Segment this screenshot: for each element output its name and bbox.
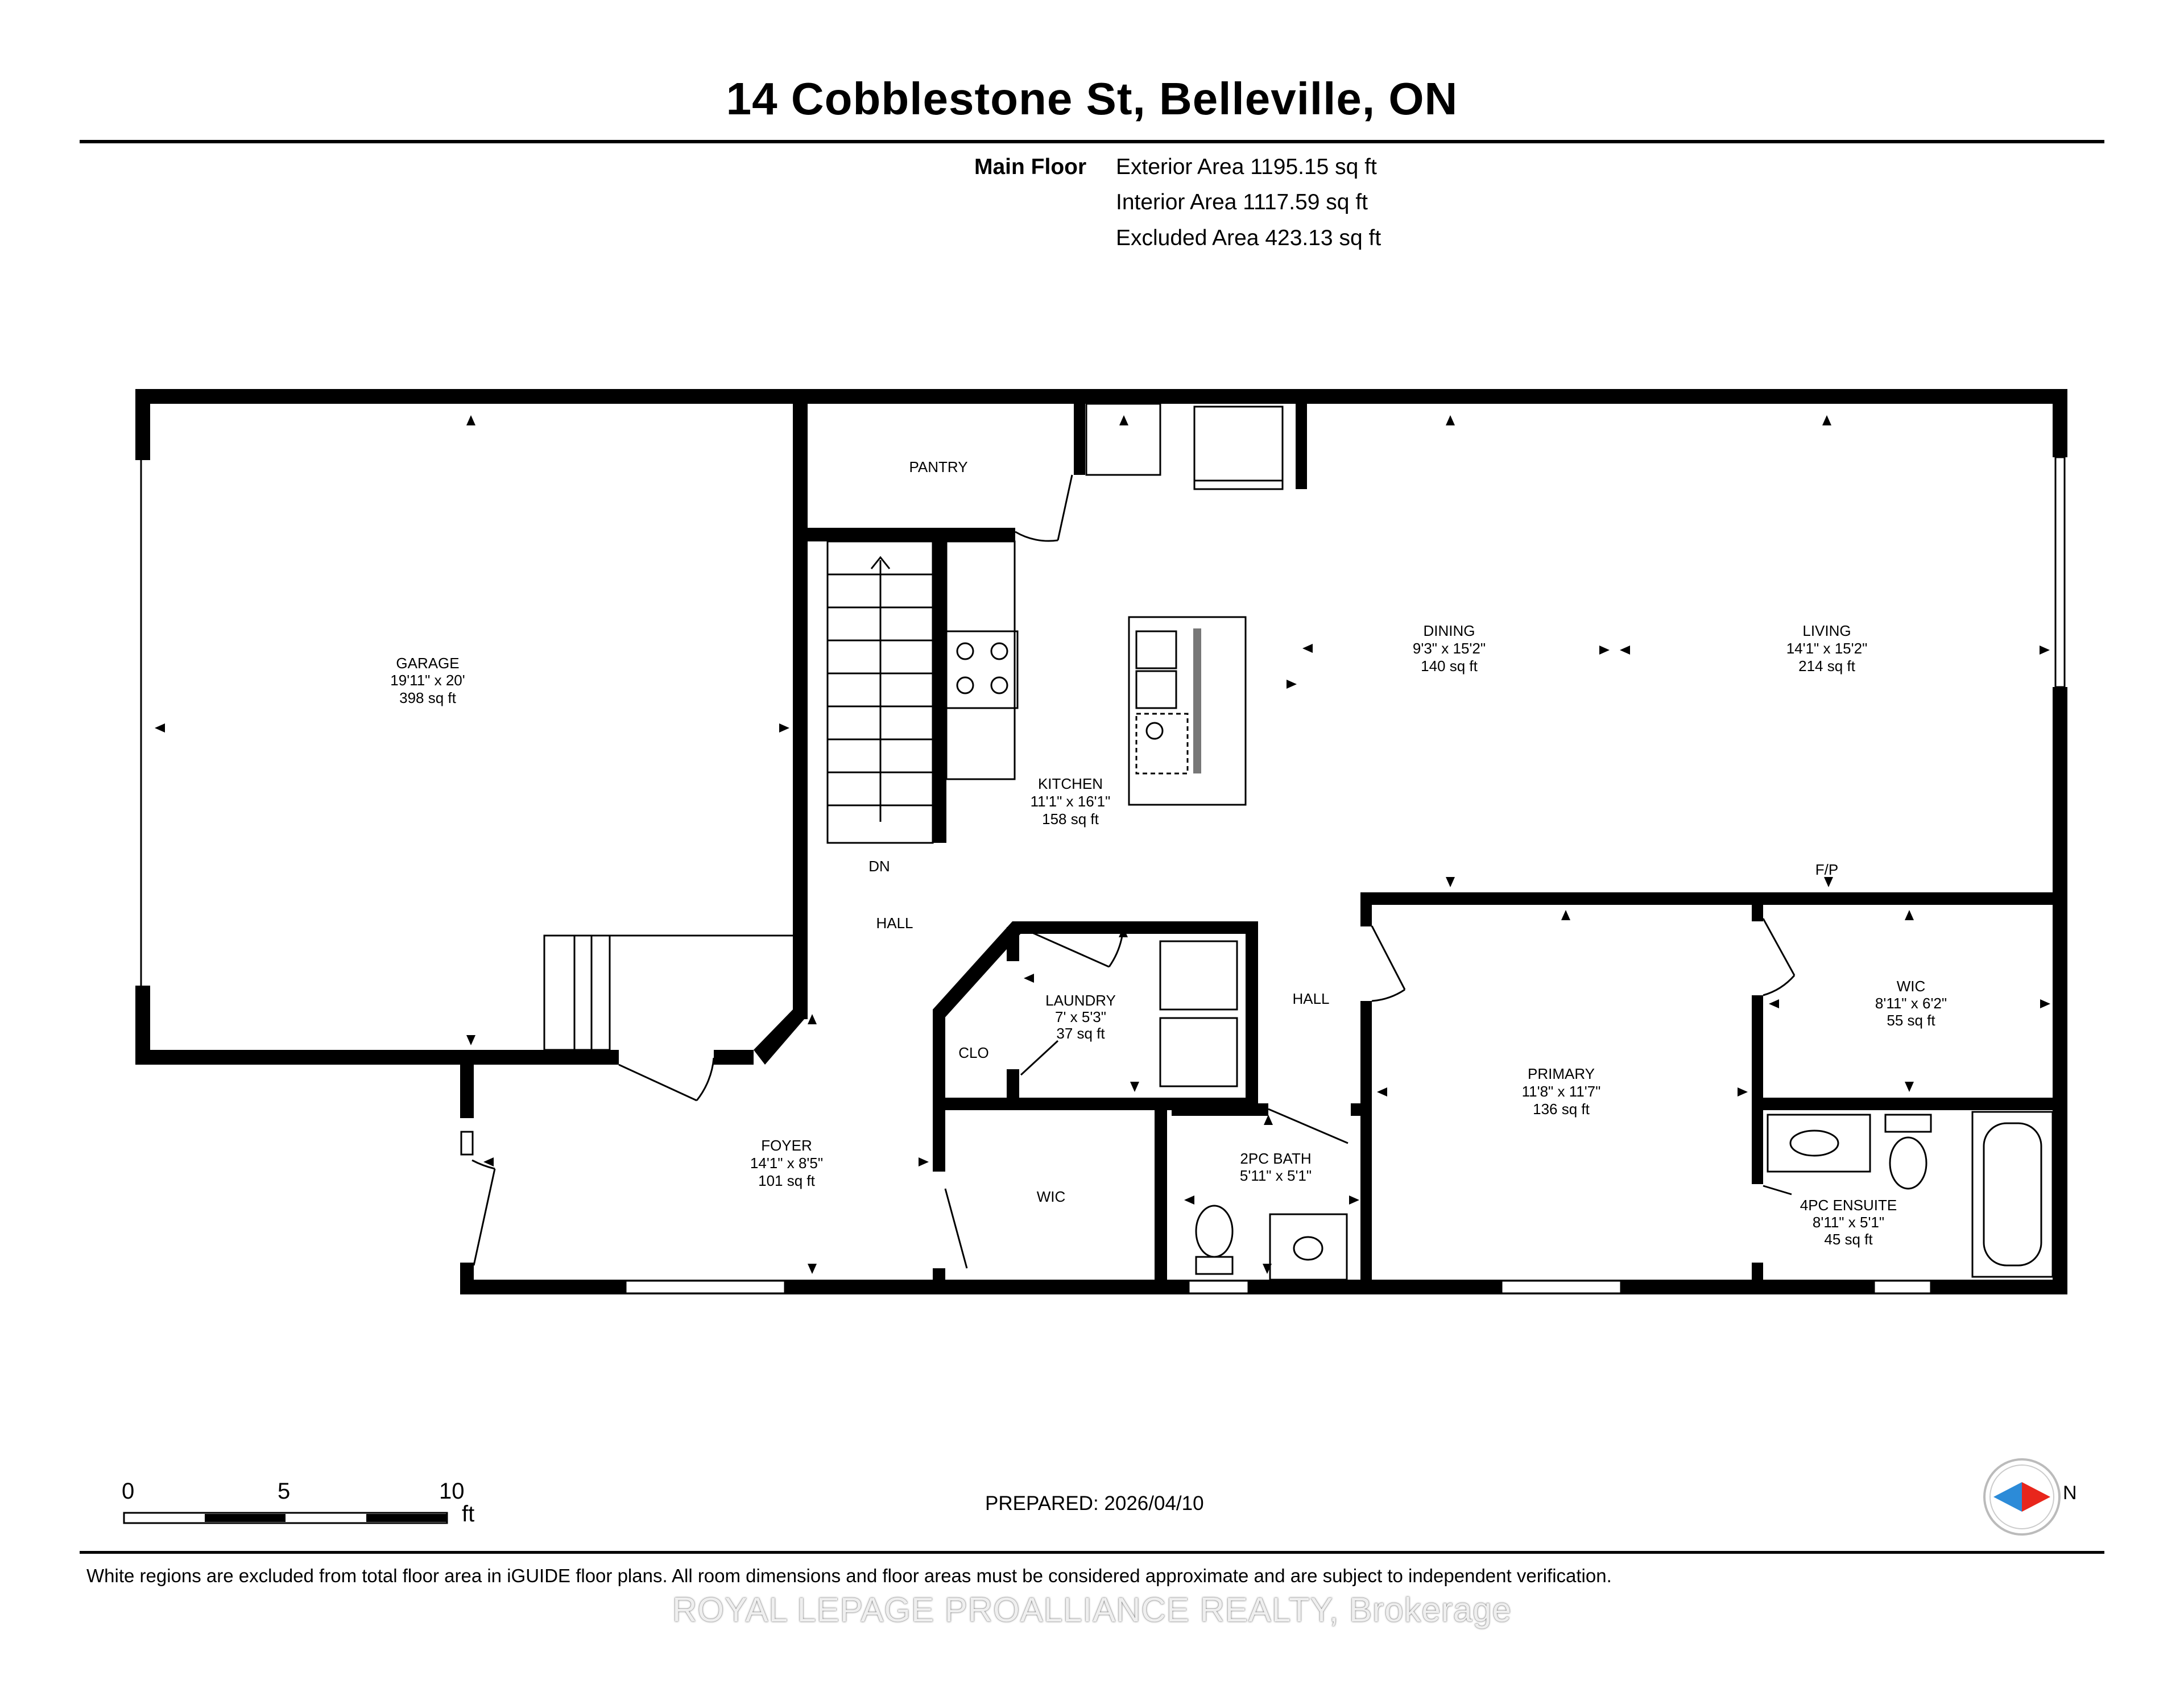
wic-primary-dims: 8'11" x 6'2" [1875, 995, 1947, 1012]
scale-unit: ft [462, 1501, 475, 1526]
wic-small-label: WIC [1037, 1188, 1066, 1205]
closet-label: CLO [958, 1044, 988, 1061]
dining-area: 140 sq ft [1421, 657, 1478, 675]
excluded-area: Excluded Area 423.13 sq ft [1116, 226, 1381, 250]
laundry-dims: 7' x 5'3" [1055, 1008, 1106, 1025]
floor-name: Main Floor [974, 155, 1087, 179]
ensuite-name: 4PC ENSUITE [1800, 1197, 1897, 1214]
foyer-name: FOYER [761, 1137, 812, 1154]
hall-label-right: HALL [1292, 990, 1329, 1007]
living-name: LIVING [1802, 622, 1851, 639]
prepared-date: PREPARED: 2026/04/10 [985, 1492, 1204, 1515]
laundry-name: LAUNDRY [1045, 992, 1116, 1009]
property-title: 14 Cobblestone St, Belleville, ON [726, 73, 1458, 124]
dining-name: DINING [1424, 622, 1475, 639]
exterior-area: Exterior Area 1195.15 sq ft [1116, 155, 1377, 179]
kitchen-area: 158 sq ft [1042, 810, 1099, 828]
room-labels: PANTRY GARAGE 19'11" x 20' 398 sq ft KIT… [390, 458, 1947, 1248]
stairs-down-label: DN [868, 858, 890, 875]
dining-dims: 9'3" x 15'2" [1413, 640, 1486, 657]
bath2pc-name: 2PC BATH [1240, 1150, 1311, 1167]
foyer-area: 101 sq ft [758, 1172, 816, 1189]
hall-label-left: HALL [876, 915, 913, 932]
compass-north-label: N [2063, 1482, 2077, 1504]
dimension-arrows [155, 415, 2050, 1274]
fireplace-label: F/P [1815, 861, 1838, 878]
living-dims: 14'1" x 15'2" [1786, 640, 1868, 657]
primary-name: PRIMARY [1528, 1065, 1595, 1082]
header-rule [80, 140, 2104, 143]
primary-dims: 11'8" x 11'7" [1522, 1083, 1601, 1100]
scale-label-10: 10 [439, 1479, 465, 1504]
walls [135, 389, 2067, 1294]
laundry-machines [1159, 940, 1238, 1087]
bath2pc-dims: 5'11" x 5'1" [1240, 1167, 1312, 1184]
doors [471, 474, 1796, 1269]
ensuite-dims: 8'11" x 5'1" [1813, 1214, 1884, 1231]
living-area: 214 sq ft [1798, 657, 1856, 675]
scale-label-5: 5 [278, 1479, 291, 1504]
wic-primary-area: 55 sq ft [1887, 1012, 1935, 1029]
stairs [543, 540, 934, 1051]
scale-bar [123, 1512, 448, 1524]
footer-rule [80, 1551, 2104, 1554]
bath-fixtures [1195, 1111, 2054, 1281]
laundry-area: 37 sq ft [1056, 1025, 1105, 1042]
garage-area: 398 sq ft [399, 689, 457, 706]
compass-icon [1983, 1458, 2061, 1536]
kitchen-dims: 11'1" x 16'1" [1031, 793, 1111, 810]
primary-area: 136 sq ft [1533, 1100, 1590, 1118]
brokerage-watermark: ROYAL LEPAGE PROALLIANCE REALTY, Brokera… [672, 1591, 1512, 1629]
interior-area: Interior Area 1117.59 sq ft [1116, 190, 1368, 214]
kitchen-fixtures [945, 403, 1284, 806]
windows [140, 456, 2066, 1294]
garage-name: GARAGE [396, 655, 459, 672]
foyer-dims: 14'1" x 8'5" [750, 1155, 823, 1172]
pantry-label: PANTRY [909, 458, 967, 475]
garage-dims: 19'11" x 20' [390, 672, 465, 689]
scale-label-0: 0 [122, 1479, 135, 1504]
disclaimer: White regions are excluded from total fl… [86, 1565, 1612, 1586]
kitchen-name: KITCHEN [1038, 775, 1103, 792]
ensuite-area: 45 sq ft [1824, 1231, 1873, 1248]
wic-primary-name: WIC [1897, 978, 1926, 995]
